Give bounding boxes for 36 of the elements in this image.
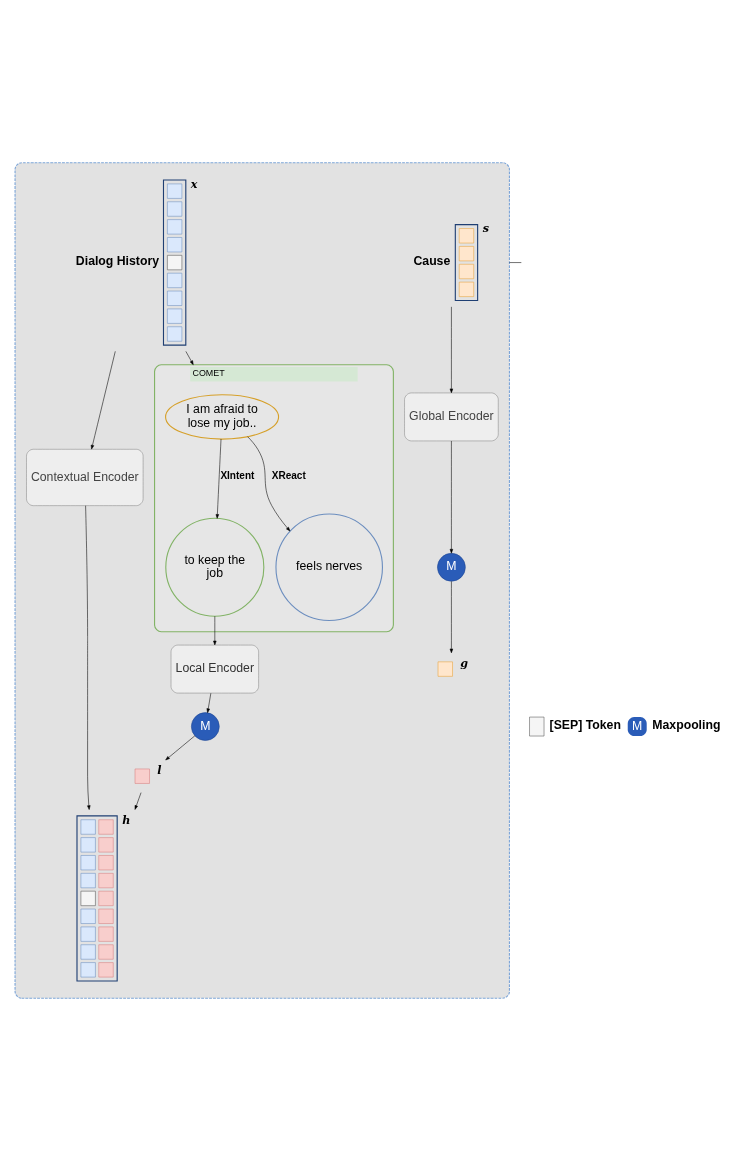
arrow bbox=[185, 350, 194, 365]
node-box bbox=[76, 814, 118, 982]
node-label: l bbox=[157, 763, 162, 777]
arrow bbox=[206, 692, 212, 713]
cluster bbox=[14, 161, 510, 999]
arrow bbox=[165, 735, 196, 760]
node-circle: M bbox=[437, 552, 466, 581]
node-ellipse: I am afraid to lose my job.. bbox=[165, 393, 280, 440]
node-circle: M bbox=[191, 711, 220, 741]
label: M bbox=[631, 718, 643, 733]
node-box: Global Encoder bbox=[404, 392, 499, 441]
legend-label: [SEP] Token bbox=[549, 717, 621, 732]
node-box: Local Encoder bbox=[170, 644, 259, 693]
arrow bbox=[247, 435, 291, 531]
node-label: Cause bbox=[413, 253, 451, 268]
edge-label: XReact bbox=[271, 469, 306, 481]
arrow bbox=[449, 440, 454, 553]
arrow bbox=[449, 580, 454, 653]
arrow bbox=[134, 791, 142, 810]
node-label: Dialog History bbox=[75, 253, 160, 268]
node-label: x bbox=[190, 177, 198, 191]
arrow bbox=[85, 504, 91, 810]
node-label: h bbox=[122, 813, 131, 827]
node-box bbox=[162, 178, 187, 346]
legend-label: Maxpooling bbox=[652, 717, 721, 732]
node-label: s bbox=[482, 221, 489, 235]
node-box bbox=[454, 223, 479, 301]
node-label: g bbox=[460, 656, 469, 670]
node-circle: to keep the job bbox=[165, 517, 265, 617]
edge-label: XIntent bbox=[220, 469, 255, 481]
arrow bbox=[449, 306, 454, 393]
arrow bbox=[215, 438, 222, 519]
node-box: Contextual Encoder bbox=[26, 448, 144, 506]
arrow bbox=[213, 615, 217, 645]
node-circle: feels nerves bbox=[275, 512, 383, 621]
arrow bbox=[90, 350, 116, 449]
